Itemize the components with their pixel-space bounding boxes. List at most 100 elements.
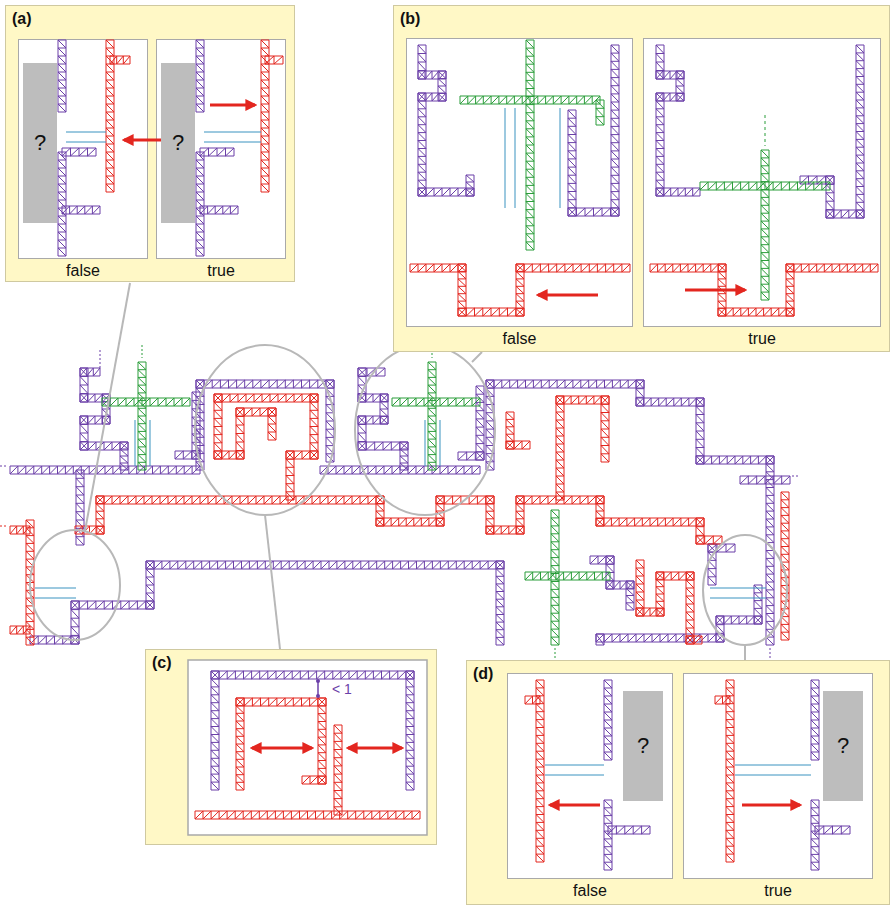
- wire-strip: [265, 56, 283, 64]
- state-label: true: [207, 261, 235, 281]
- panel-tag: (b): [394, 6, 420, 28]
- dotted-stub: [142, 345, 143, 358]
- wire-strip: [62, 206, 100, 214]
- unknown-mark: ?: [637, 733, 649, 759]
- wire-strip: [536, 680, 544, 862]
- state-label: true: [764, 881, 792, 901]
- dotted-stub: [770, 648, 771, 658]
- wire-strip: [715, 696, 730, 704]
- white-frame: [188, 660, 427, 835]
- wire-strip: [58, 40, 66, 112]
- wire-strip: [320, 466, 480, 474]
- thin-line: [35, 588, 76, 589]
- thin-line: [204, 132, 261, 133]
- zoom-panel: (d)false?true?: [466, 660, 890, 905]
- unknown-region: ?: [823, 691, 863, 801]
- wire-strip: [460, 96, 600, 104]
- wire-strip: [10, 626, 30, 634]
- thin-line: [545, 775, 604, 776]
- wire-strip: [138, 362, 146, 470]
- wire-strip: [700, 182, 830, 190]
- wire-strip: [334, 725, 342, 815]
- wire-strip: [10, 526, 30, 534]
- wire-strip: [236, 698, 326, 790]
- unknown-region: ?: [161, 63, 195, 223]
- wire-strip: [200, 206, 238, 214]
- wire-strip: [656, 45, 700, 196]
- motion-arrow: [685, 289, 745, 292]
- wire-strip: [80, 368, 128, 470]
- motion-arrow: [210, 104, 255, 107]
- zoom-ellipse: [30, 530, 120, 640]
- zoom-leader: [265, 515, 280, 649]
- state-box: true: [643, 38, 881, 349]
- dashed-stub: [765, 115, 766, 146]
- thin-line: [735, 775, 811, 776]
- wire-strip: [525, 572, 610, 580]
- wire-strip: [811, 800, 819, 870]
- thin-line: [66, 132, 106, 133]
- white-frame: [406, 38, 633, 327]
- motion-arrow: [124, 139, 178, 142]
- wire-strip: [211, 671, 414, 790]
- wire-strip: [608, 826, 650, 834]
- wire-strip: [604, 800, 612, 870]
- unknown-mark: ?: [837, 733, 849, 759]
- wire-strip: [418, 45, 474, 196]
- wire-strip: [458, 386, 484, 460]
- wire-strip: [556, 396, 609, 500]
- thin-line: [735, 765, 811, 766]
- zoom-leader: [472, 352, 482, 362]
- wire-strip: [214, 394, 318, 500]
- wire-strip: [196, 40, 204, 112]
- zoom-panel: (a)false?true?: [5, 5, 295, 282]
- zoom-ellipse: [195, 345, 335, 515]
- wire-strip: [62, 148, 96, 156]
- unknown-mark: ?: [172, 130, 184, 156]
- unknown-mark: ?: [34, 130, 46, 156]
- wire-strip: [102, 398, 190, 406]
- motion-arrow: [252, 747, 312, 750]
- wire-strip: [196, 152, 204, 256]
- wire-strip: [708, 544, 735, 585]
- state-box: false?: [507, 673, 673, 901]
- wire-strip: [58, 152, 66, 256]
- thin-line: [135, 420, 136, 466]
- wire-strip: [110, 56, 130, 64]
- dotted-stub: [0, 466, 8, 467]
- wire-strip: [568, 45, 619, 216]
- state-label: true: [748, 329, 776, 349]
- state-label: false: [573, 881, 607, 901]
- zoom-leader: [744, 645, 746, 660]
- state-box: false?: [18, 39, 148, 281]
- wire-strip: [10, 466, 200, 474]
- gap-marker: [316, 694, 320, 698]
- panel-tag: (d): [467, 661, 493, 683]
- zoom-leader: [85, 283, 130, 531]
- state-label: false: [503, 329, 537, 349]
- gap-marker: [316, 679, 320, 683]
- wire-strip: [195, 811, 420, 819]
- thin-line: [545, 765, 604, 766]
- thin-line: [204, 142, 261, 143]
- zoom-ellipse: [703, 535, 787, 645]
- dotted-stub: [100, 350, 101, 368]
- thin-line: [425, 420, 426, 466]
- motion-arrow: [348, 747, 402, 750]
- state-box: true?: [683, 673, 873, 901]
- wire-strip: [428, 362, 436, 470]
- wire-strip: [800, 45, 864, 218]
- wire-strip: [650, 264, 878, 316]
- thin-line: [66, 142, 106, 143]
- thin-line: [440, 420, 441, 466]
- zoom-ellipse: [355, 345, 495, 515]
- wire-strip: [596, 585, 762, 645]
- wire-strip: [506, 412, 530, 449]
- dotted-stub: [792, 476, 800, 477]
- zoom-panel: (b) false true: [393, 5, 890, 352]
- wire-strip: [526, 40, 534, 250]
- panel-tag: (c): [146, 650, 172, 672]
- wire-strip: [525, 696, 540, 704]
- wire-strip: [596, 100, 604, 125]
